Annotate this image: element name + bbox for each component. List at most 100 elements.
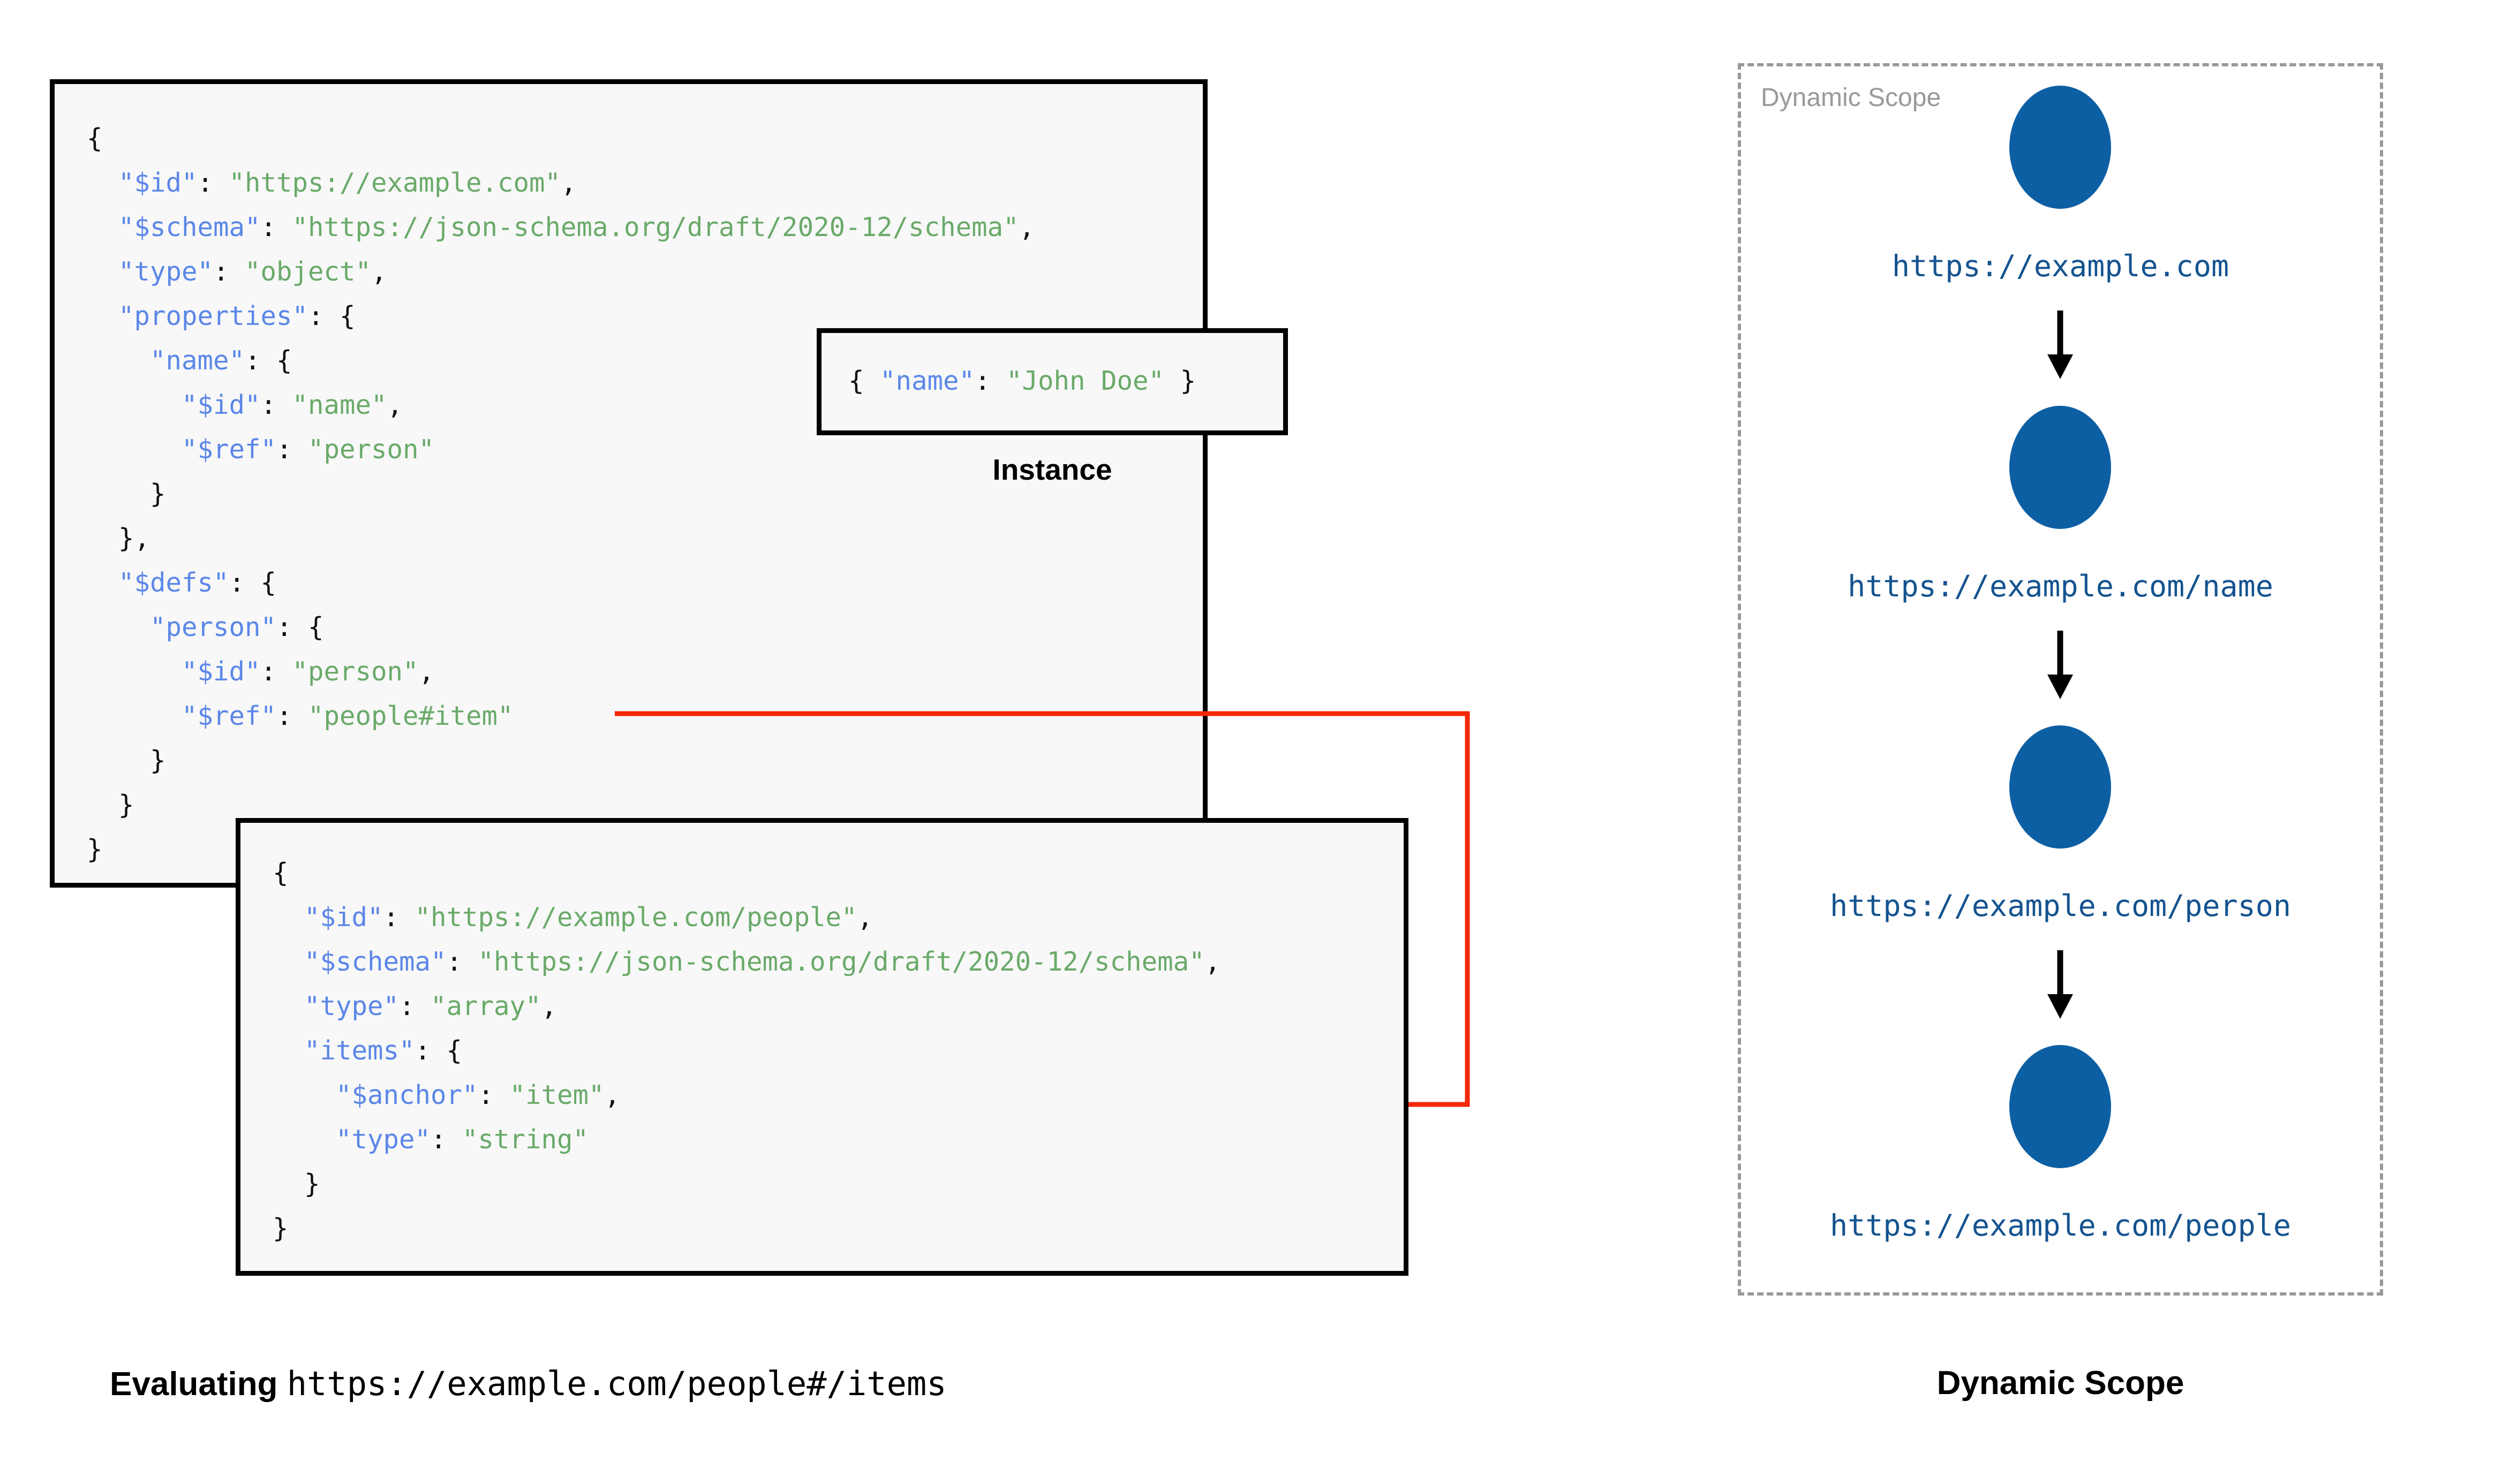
json-key: "items" [304, 1035, 415, 1066]
json-punct: : [260, 656, 292, 687]
code-line: { "name": "John Doe" } [848, 359, 1196, 403]
code-line: } [87, 738, 1035, 783]
json-key: "type" [336, 1124, 431, 1155]
json-punct [87, 434, 182, 465]
json-punct [273, 991, 304, 1021]
code-line: "person": { [87, 605, 1035, 649]
code-line: "type": "string" [273, 1117, 1220, 1162]
json-punct: : { [415, 1035, 463, 1066]
json-punct: : [276, 434, 308, 465]
code-line: "$ref": "person" [87, 427, 1035, 472]
code-line: "$schema": "https://json-schema.org/draf… [273, 940, 1220, 984]
code-line: "$ref": "people#item" [87, 694, 1035, 738]
json-punct: : { [245, 345, 292, 376]
code-line: { [273, 851, 1220, 895]
instance-code: { "name": "John Doe" } [848, 359, 1196, 403]
json-punct [87, 345, 150, 376]
code-line: "$id": "https://example.com", [87, 161, 1035, 205]
json-punct [87, 212, 118, 243]
scope-node-ellipse-2 [2009, 406, 2111, 529]
json-punct [273, 1080, 336, 1110]
json-string: "string" [462, 1124, 589, 1155]
json-punct: { [848, 366, 880, 396]
json-punct: } [273, 1213, 289, 1244]
json-punct: } [87, 479, 166, 509]
code-line: "$id": "name", [87, 383, 1035, 427]
code-line: "$anchor": "item", [273, 1073, 1220, 1117]
code-line: { [87, 116, 1035, 161]
people-schema-box: { "$id": "https://example.com/people", "… [236, 818, 1408, 1276]
json-punct: : [399, 991, 431, 1021]
json-punct: : [383, 902, 415, 933]
scope-node-ellipse-4 [2009, 1045, 2111, 1168]
json-punct [273, 902, 304, 933]
json-string: "https://example.com/people" [415, 902, 857, 933]
json-punct: : [260, 212, 292, 243]
json-key: "$defs" [118, 567, 229, 598]
json-key: "$id" [182, 656, 261, 687]
json-punct: } [1164, 366, 1196, 396]
code-line: } [273, 1206, 1220, 1251]
json-punct: : [975, 366, 1007, 396]
code-line: "name": { [87, 338, 1035, 383]
json-punct: , [604, 1080, 621, 1110]
scope-node-label-3: https://example.com/person [1830, 889, 2291, 923]
json-punct [87, 256, 118, 287]
scope-node-ellipse-3 [2009, 725, 2111, 849]
json-punct: : { [276, 612, 324, 642]
code-line: "$defs": { [87, 561, 1035, 605]
json-key: "$ref" [182, 434, 277, 465]
json-punct [87, 390, 182, 420]
code-line: "items": { [273, 1028, 1220, 1073]
json-punct [87, 567, 118, 598]
evaluating-caption: Evaluating https://example.com/people#/i… [110, 1364, 947, 1403]
json-punct: }, [87, 523, 150, 554]
json-punct: : [446, 947, 478, 977]
json-punct: , [561, 168, 577, 198]
json-string: "array" [431, 991, 541, 1021]
json-key: "person" [150, 612, 277, 642]
json-key: "$schema" [304, 947, 447, 977]
json-punct: } [273, 1169, 320, 1199]
json-punct: } [87, 834, 103, 865]
json-string: "https://json-schema.org/draft/2020-12/s… [292, 212, 1019, 243]
code-line: "$id": "https://example.com/people", [273, 895, 1220, 940]
code-line: }, [87, 516, 1035, 561]
dynamic-scope-panel-label: Dynamic Scope [1761, 84, 1941, 112]
json-punct [87, 701, 182, 731]
scope-node-label-2: https://example.com/name [1848, 569, 2273, 603]
json-punct: : [431, 1124, 463, 1155]
json-string: "John Doe" [1006, 366, 1165, 396]
people-schema-code: { "$id": "https://example.com/people", "… [273, 851, 1220, 1251]
json-punct [273, 1035, 304, 1066]
json-punct: : [260, 390, 292, 420]
json-punct: , [1019, 212, 1035, 243]
json-key: "$anchor" [336, 1080, 478, 1110]
json-string: "https://example.com" [229, 168, 561, 198]
json-punct: : [213, 256, 245, 287]
json-string: "https://json-schema.org/draft/2020-12/s… [478, 947, 1205, 977]
code-line: } [87, 827, 1035, 872]
json-punct: , [387, 390, 403, 420]
scope-arrow-1 [2047, 311, 2073, 379]
scope-node-ellipse-1 [2009, 86, 2111, 209]
code-line: "type": "object", [87, 249, 1035, 294]
json-key: "$id" [304, 902, 383, 933]
code-line: "$schema": "https://json-schema.org/draf… [87, 205, 1035, 249]
evaluating-label: Evaluating [110, 1366, 278, 1403]
json-key: "type" [304, 991, 400, 1021]
json-punct [273, 947, 304, 977]
instance-box: { "name": "John Doe" } [817, 328, 1288, 435]
json-key: "$id" [118, 168, 198, 198]
dynamic-scope-caption: Dynamic Scope [1936, 1365, 2184, 1402]
json-punct [87, 656, 182, 687]
scope-arrow-2 [2047, 631, 2073, 699]
json-string: "item" [509, 1080, 605, 1110]
scope-node-label-4: https://example.com/people [1830, 1208, 2291, 1243]
json-key: "properties" [118, 301, 308, 331]
json-key: "name" [150, 345, 245, 376]
json-string: "object" [245, 256, 372, 287]
code-line: } [273, 1162, 1220, 1206]
json-punct: , [371, 256, 387, 287]
